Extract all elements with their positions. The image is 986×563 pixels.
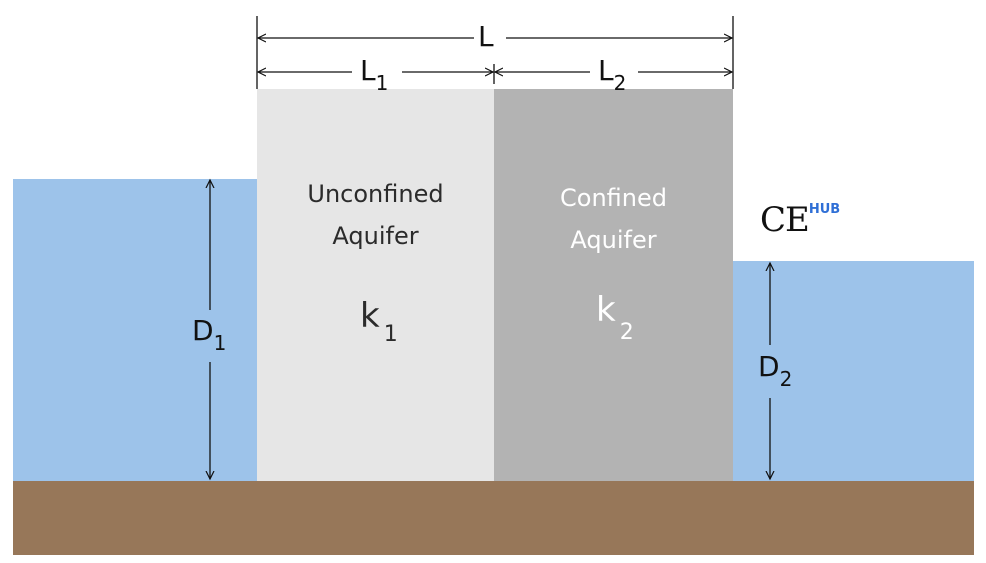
logo-ce-text: CE [760, 200, 810, 240]
confined-aquifer-block [494, 89, 733, 481]
label-D2-text: D [758, 350, 780, 383]
confined-aquifer-label: Confined Aquifer [494, 182, 733, 256]
confined-k-label: k2 [596, 290, 634, 345]
label-L1: L1 [360, 54, 388, 95]
confined-k-symbol: k [596, 290, 616, 330]
label-L1-sub: 1 [375, 71, 389, 95]
label-D1-text: D [192, 314, 214, 347]
unconfined-k-symbol: k [360, 296, 380, 336]
label-L2: L2 [598, 54, 626, 95]
unconfined-aquifer-line2: Aquifer [332, 222, 419, 250]
label-L-text: L [478, 20, 494, 53]
logo-hub-text: HUB [808, 202, 841, 217]
label-L: L [478, 20, 494, 53]
label-D2: D2 [758, 350, 792, 391]
confined-k-sub: 2 [619, 320, 634, 345]
right-water [733, 261, 974, 481]
cehub-logo: CEHUB [760, 200, 840, 240]
label-L2-sub: 2 [613, 71, 627, 95]
label-D2-sub: 2 [779, 367, 793, 391]
ground [13, 481, 974, 555]
label-L1-text: L [360, 54, 376, 87]
confined-aquifer-line2: Aquifer [570, 226, 657, 254]
confined-aquifer-line1: Confined [560, 184, 667, 212]
left-water [13, 179, 257, 481]
unconfined-aquifer-label: Unconfined Aquifer [257, 178, 494, 252]
label-D1: D1 [192, 314, 226, 355]
label-L2-text: L [598, 54, 614, 87]
label-D1-sub: 1 [213, 331, 227, 355]
unconfined-aquifer-line1: Unconfined [307, 180, 444, 208]
unconfined-aquifer-block [257, 89, 494, 481]
unconfined-k-sub: 1 [383, 322, 398, 347]
